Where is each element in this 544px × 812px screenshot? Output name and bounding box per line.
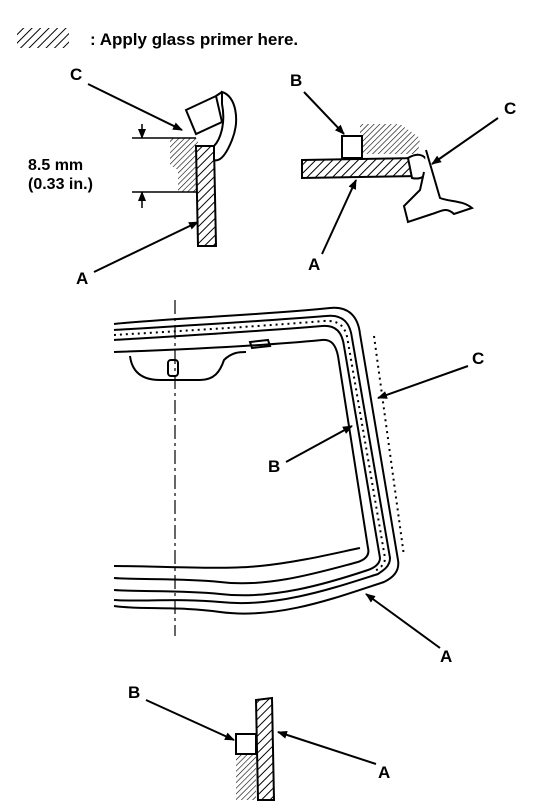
label-b-main: B <box>268 457 281 476</box>
primer-dots <box>113 319 405 573</box>
dimension-label: 8.5 mm (0.33 in.) <box>28 156 93 194</box>
label-a-main: A <box>440 647 453 666</box>
dimension-imperial: (0.33 in.) <box>28 176 93 193</box>
dimension-metric: 8.5 mm <box>28 157 84 174</box>
label-c-top-left: C <box>70 65 83 84</box>
label-a-top-right: A <box>308 255 321 274</box>
hatch-swatch-icon <box>17 28 69 48</box>
label-a-top-left: A <box>76 269 89 288</box>
label-c-top-right: C <box>504 99 517 118</box>
label-b-top-right: B <box>290 71 303 90</box>
detail-top-left <box>170 90 238 247</box>
legend-note: : Apply glass primer here. <box>90 30 299 49</box>
detail-top-right <box>301 124 475 224</box>
windshield-outline <box>113 306 400 615</box>
label-a-bottom: A <box>378 763 391 782</box>
label-b-bottom: B <box>128 683 141 702</box>
label-c-main: C <box>472 349 485 368</box>
dimension-lines <box>132 124 196 208</box>
leader-arrows <box>87 83 499 765</box>
detail-bottom <box>235 696 276 801</box>
